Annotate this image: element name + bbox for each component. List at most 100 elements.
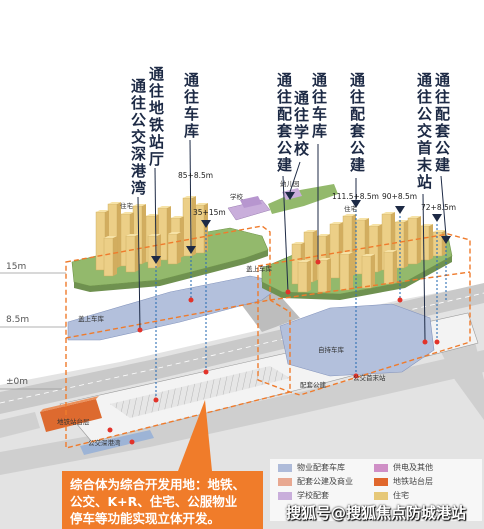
label-to-public-facilities-b: 通往配套公建	[348, 72, 366, 174]
legend-label: 供电及其他	[393, 463, 433, 472]
label-to-public-facilities-c: 通往配套公建	[433, 72, 451, 174]
area-label-kindergarten: 幼儿园	[280, 180, 300, 188]
residential-tower	[432, 230, 446, 257]
area-label-residential-left: 住宅	[120, 202, 133, 210]
legend-item: 配套公建及商业	[278, 476, 353, 487]
legend-item: 住宅	[374, 490, 409, 501]
connection-node	[129, 439, 135, 445]
height-label: 90+8.5m	[382, 192, 418, 201]
residential-tower	[147, 234, 161, 269]
legend-label: 学校配套	[297, 491, 329, 500]
height-label: 35+15m	[193, 208, 226, 217]
connection-node	[285, 289, 291, 295]
label-to-public-facilities-a: 通往配套公建	[275, 72, 293, 174]
connection-node	[315, 259, 321, 265]
access-markers	[151, 192, 451, 264]
label-to-metro-hall: 通往地铁站厅	[147, 66, 165, 168]
access-marker	[432, 214, 442, 222]
access-marker	[151, 256, 161, 264]
label-to-bus-terminal: 通往公交首末站	[415, 72, 433, 191]
residential-tower	[125, 234, 139, 273]
podium-green-left-side	[74, 250, 268, 292]
connection-node	[153, 397, 159, 403]
legend-swatch	[374, 477, 388, 486]
access-marker	[201, 220, 211, 228]
legend-item: 物业配套车库	[278, 462, 345, 473]
area-label-school: 学校	[230, 193, 243, 201]
connection-node	[203, 369, 209, 375]
height-label: 72+8.5m	[421, 203, 457, 212]
boundary-upper-left	[65, 225, 271, 339]
vertical-connections	[155, 210, 447, 400]
station-hatch-area	[110, 366, 290, 418]
legend-swatch	[278, 463, 292, 472]
leader-line	[189, 139, 192, 247]
area-label-metro-platform: 地铁站台层	[57, 418, 90, 426]
leader-line	[440, 175, 447, 237]
connection-node	[422, 339, 428, 345]
leader-line	[137, 196, 141, 331]
connection-node	[353, 373, 359, 379]
leader-line	[282, 175, 289, 293]
residential-tower	[361, 254, 375, 289]
elevation-label-0m: ±0m	[6, 377, 29, 387]
label-to-garage-left: 通往车库	[182, 72, 200, 140]
residential-cluster-right	[291, 212, 446, 293]
residential-tower	[383, 250, 397, 285]
height-label: 111.5+8.5m	[332, 192, 379, 201]
label-to-garage-right: 通往车库	[310, 72, 328, 140]
metro-platform-block	[40, 399, 102, 432]
residential-tower	[167, 232, 181, 265]
residential-tower	[297, 260, 311, 293]
leader-line	[154, 167, 157, 257]
legend-swatch	[374, 463, 388, 472]
area-label-public-facilities: 配套公建	[300, 381, 326, 389]
bus-bay	[80, 430, 154, 455]
callout-line: 公交、K+R、住宅、公服物业	[70, 494, 238, 509]
leader-lines	[137, 139, 447, 341]
callout-line: 综合体为综合开发用地：地铁、	[70, 477, 246, 492]
legend-item: 供电及其他	[374, 462, 433, 473]
connection-nodes	[107, 259, 440, 445]
boundary-right	[257, 233, 471, 396]
access-marker	[285, 192, 295, 200]
callout-text: 综合体为综合开发用地：地铁、 公交、K+R、住宅、公服物业 停车等功能实现立体开…	[70, 476, 260, 527]
residential-tower	[419, 224, 433, 261]
label-to-bus-bay: 通往公交深港湾	[129, 78, 147, 197]
area-label-bus-bay: 公交深港湾	[88, 439, 121, 447]
watermark: 搜狐号@搜狐焦点防城港站	[286, 504, 467, 522]
access-marker	[351, 200, 361, 208]
residential-tower	[317, 258, 331, 293]
access-marker	[395, 206, 405, 214]
connection-node	[137, 327, 143, 333]
legend-label: 配套公建及商业	[297, 477, 353, 486]
access-marker	[186, 246, 196, 254]
legend: 物业配套车库 配套公建及商业 学校配套 供电及其他 地铁站台层 住宅	[270, 459, 482, 521]
legend-item: 地铁站台层	[374, 476, 433, 487]
legend-label: 物业配套车库	[297, 463, 345, 472]
access-marker	[441, 236, 451, 244]
podium-garage-left	[67, 275, 286, 341]
road-centerline	[0, 292, 484, 404]
legend-label: 住宅	[393, 491, 409, 500]
elevation-label-8.5m: 8.5m	[6, 315, 30, 325]
callout-line: 停车等功能实现立体开发。	[70, 511, 221, 526]
residential-tower	[103, 236, 117, 277]
connection-node	[434, 339, 440, 345]
connection-node	[397, 297, 403, 303]
area-label-podium-garage-left: 盖上车库	[78, 315, 104, 323]
podium-green-right-side	[262, 256, 452, 300]
kindergarten-green	[268, 184, 338, 214]
connection-node	[188, 297, 194, 303]
metro-platform-block-top	[40, 396, 99, 412]
elevation-label-15m: 15m	[6, 262, 27, 272]
self-owned-garage	[279, 303, 435, 377]
leader-line	[289, 161, 301, 193]
callout-box	[62, 400, 263, 529]
city-block	[0, 412, 40, 438]
legend-swatch	[374, 491, 388, 500]
legend-label: 地铁站台层	[393, 477, 433, 486]
connection-node	[107, 427, 113, 433]
